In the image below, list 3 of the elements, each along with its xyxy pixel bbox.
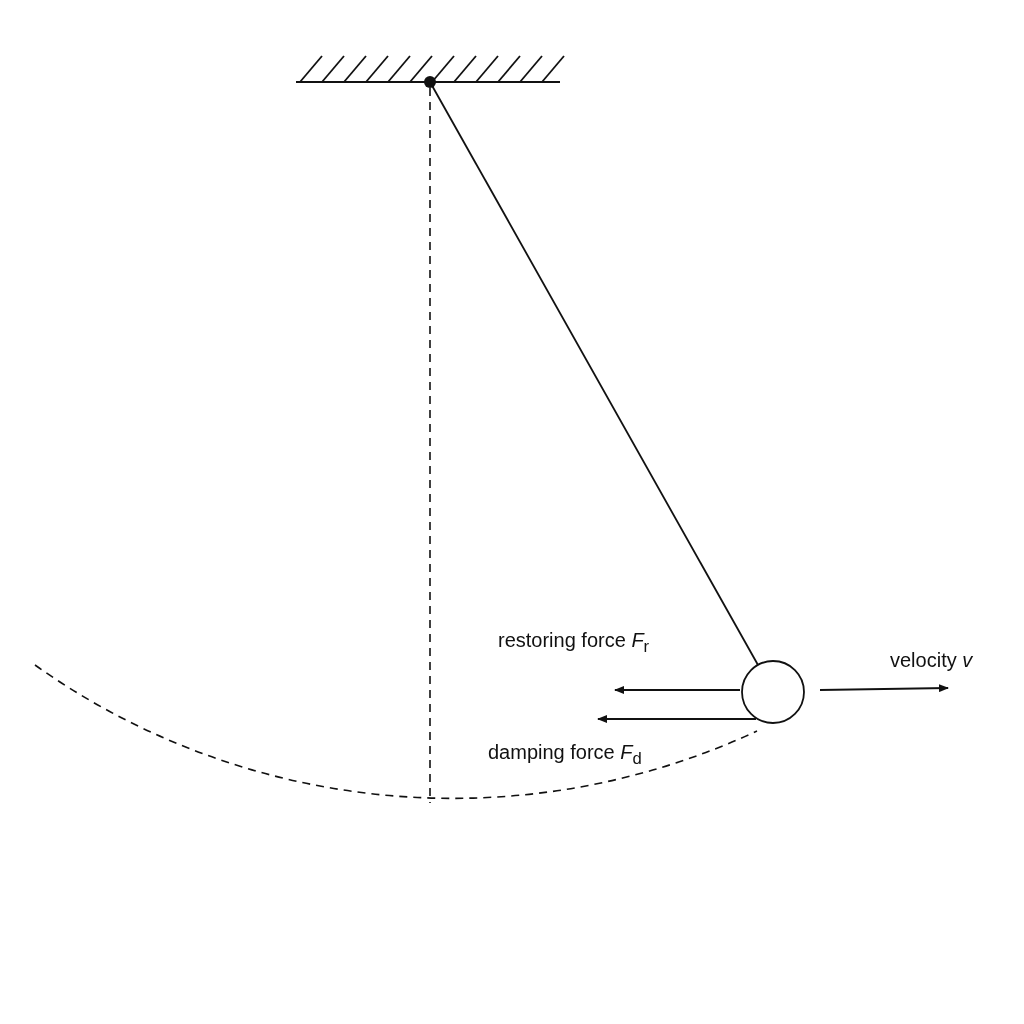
force-label: restoring force F$_{r}$: [498, 628, 650, 658]
force-label: damping force F$_{d}$: [488, 740, 642, 770]
velocity-label: velocity v: [890, 648, 973, 672]
